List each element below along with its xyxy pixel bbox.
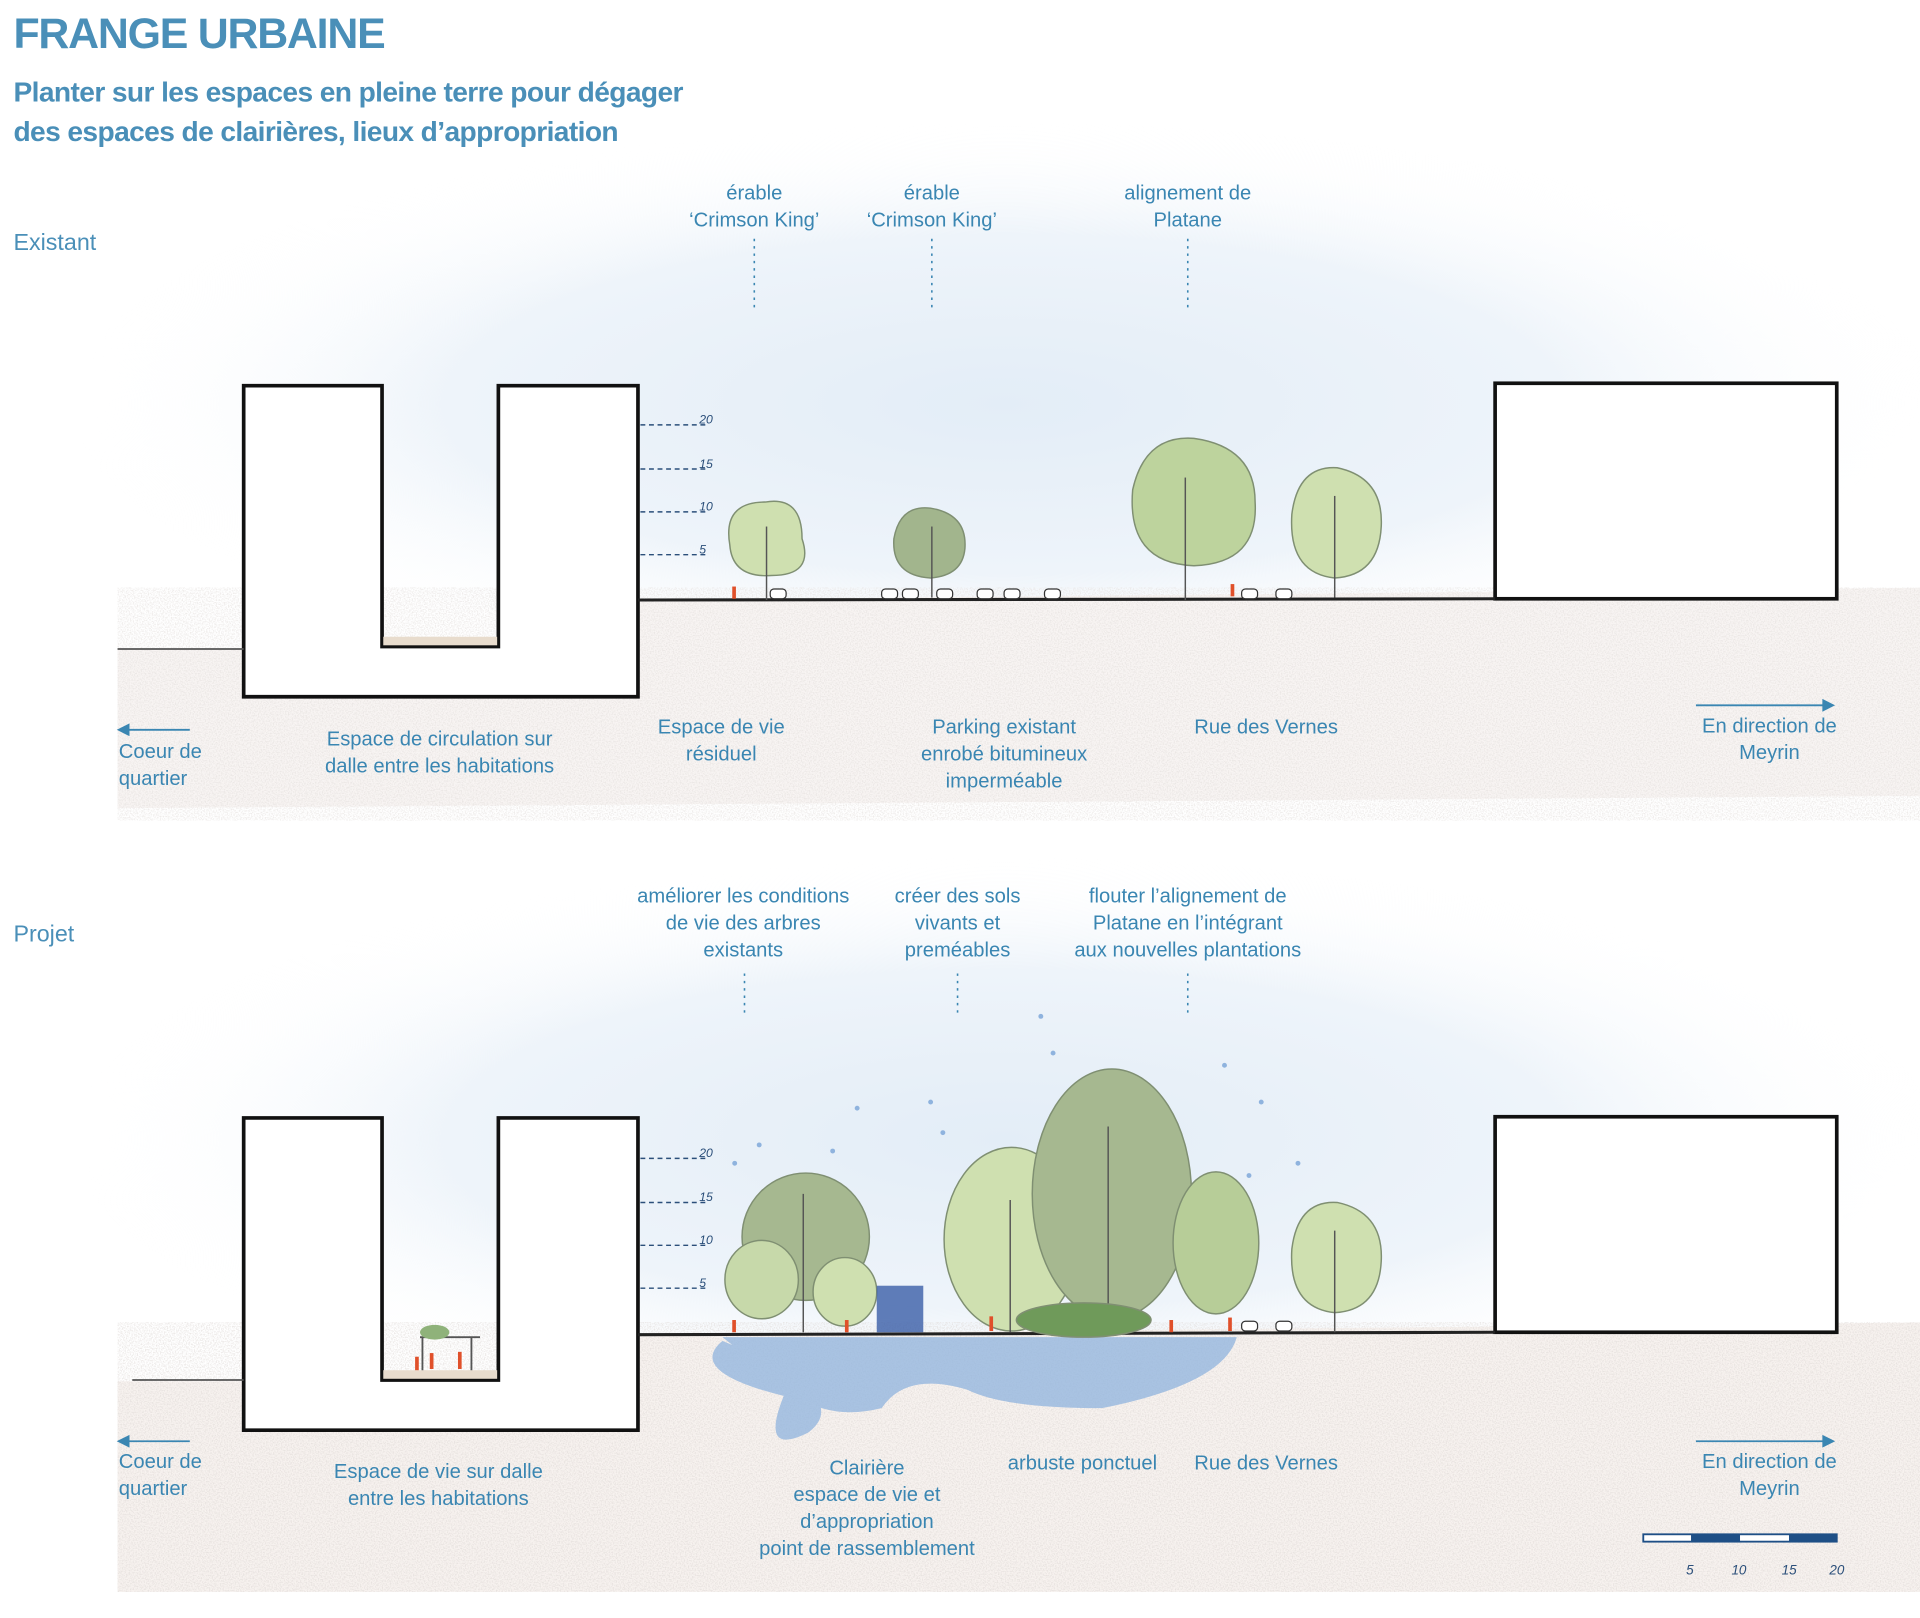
tree-platane-1 [1131,437,1256,601]
building-right-projet [1493,1114,1839,1335]
people [732,584,1235,599]
tree-cluster-left [724,1172,878,1333]
label-erable-2: érable‘Crimson King’ [866,182,997,232]
tree-platane-projet [1290,1201,1382,1333]
pergola [383,1324,498,1379]
scale-bar-label: 10 [1731,1563,1747,1579]
height-tick: 5 [699,543,707,558]
height-tick: 10 [699,1234,713,1248]
people [732,1316,1232,1333]
section-label-existant: Existant [13,230,97,256]
height-scale-existant [640,424,708,556]
subtitle-line-1: Planter sur les espaces en pleine terre … [13,75,683,108]
height-tick: 15 [699,457,713,472]
height-tick: 15 [699,1191,713,1205]
ground-texture-existant [117,587,1920,821]
tree-erable-2 [893,507,966,598]
tree-large-center [943,1068,1260,1333]
height-tick: 20 [699,413,713,428]
pollen-dots [732,1013,1301,1178]
ground-line [637,597,1496,602]
building-right-existant [1493,381,1839,601]
building-u-projet [241,1116,640,1433]
tree-erable-1 [728,500,806,601]
scale-bar [1642,1533,1838,1543]
page-title: FRANGE URBAINE [13,9,385,58]
scale-bar-label: 15 [1781,1563,1797,1579]
label-rue-vernes: Rue des Vernes [1194,716,1339,739]
height-tick: 20 [699,1147,713,1161]
direction-arrows [116,698,1836,1448]
label-arbuste: arbuste ponctuel [1007,1452,1158,1475]
leader-lines-existant [743,238,1189,1014]
scale-bar-label: 20 [1829,1563,1845,1579]
slab-surface [383,636,498,646]
scale-bar-label: 5 [1686,1563,1694,1579]
height-tick: 5 [699,1277,707,1291]
ground-texture-projet [117,1322,1920,1592]
subtitle-line-2: des espaces de clairières, lieux d’appro… [13,115,619,147]
parked-cars [769,588,1293,600]
label-erable-1: érable‘Crimson King’ [689,182,820,232]
section-label-projet: Projet [13,922,75,948]
height-tick: 10 [699,500,713,515]
label-rue-vernes: Rue des Vernes [1194,1452,1339,1475]
height-scale-projet [640,1157,708,1289]
tree-platane-2 [1290,467,1382,598]
parked-cars [1241,1320,1293,1332]
shelter [876,1285,924,1333]
building-u-existant [241,383,640,699]
shrubs [1015,1302,1152,1338]
water-infiltration [712,1337,1237,1440]
